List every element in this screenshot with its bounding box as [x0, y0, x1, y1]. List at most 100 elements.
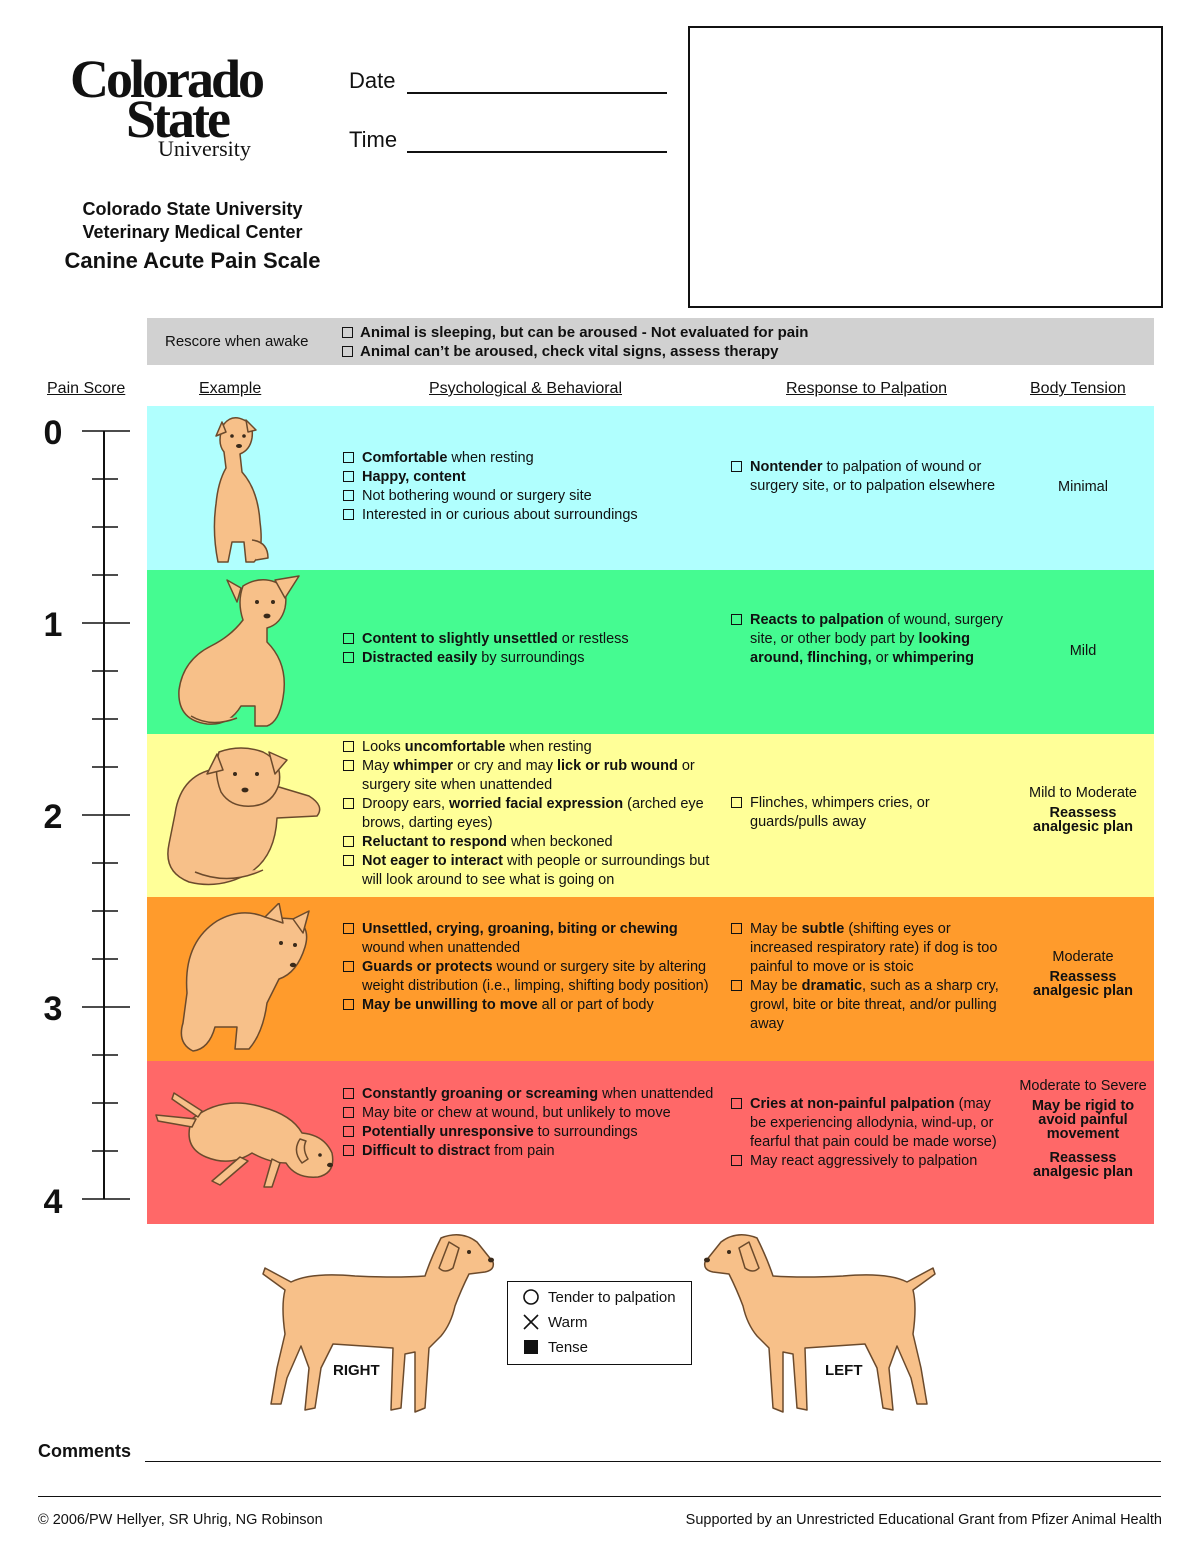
checklist-item[interactable]: Looks uncomfortable when resting	[343, 738, 723, 757]
item-text: or	[871, 650, 893, 666]
left-side-dog-diagram[interactable]	[698, 1228, 943, 1420]
checkbox-icon[interactable]	[343, 836, 354, 847]
checklist-item[interactable]: Difficult to distract from pain	[343, 1142, 723, 1161]
checkbox-icon[interactable]	[731, 1155, 742, 1166]
tension-cell-0: Minimal	[1017, 480, 1149, 500]
palpation-legend: Tender to palpation Warm Tense	[507, 1281, 692, 1365]
comments-label: Comments	[38, 1441, 132, 1461]
checkbox-icon[interactable]	[343, 452, 354, 463]
checkbox-icon[interactable]	[343, 999, 354, 1010]
left-side-label: LEFT	[825, 1362, 863, 1379]
comfortable-dog-icon	[213, 417, 269, 563]
logo-line-state: State	[126, 89, 231, 149]
time-label: Time	[349, 127, 398, 152]
emphasized-text: Potentially unresponsive	[362, 1124, 534, 1140]
checklist-item[interactable]: Potentially unresponsive to surroundings	[343, 1123, 723, 1142]
checklist-item[interactable]: May be unwilling to move all or part of …	[343, 996, 723, 1015]
support-text: Supported by an Unrestricted Educational…	[685, 1512, 1162, 1528]
checkbox-icon[interactable]	[342, 327, 353, 338]
checkbox-icon[interactable]	[731, 1098, 742, 1109]
checklist-item[interactable]: Comfortable when resting	[343, 449, 723, 468]
emphasized-text: Reacts to palpation	[750, 612, 884, 628]
checkbox-icon[interactable]	[343, 741, 354, 752]
item-text: May bite or chew at wound, but unlikely …	[362, 1105, 671, 1121]
filled-square-icon	[524, 1340, 538, 1354]
psych-cell-3: Unsettled, crying, groaning, biting or c…	[343, 920, 723, 1015]
checklist-item[interactable]: Guards or protects wound or surgery site…	[343, 958, 723, 996]
checkbox-icon[interactable]	[343, 1126, 354, 1137]
emphasized-text: whimper	[393, 758, 454, 774]
item-text: when resting	[505, 739, 592, 755]
checkbox-icon[interactable]	[342, 346, 353, 357]
checklist-item[interactable]: Droopy ears, worried facial expression (…	[343, 795, 723, 833]
checkbox-icon[interactable]	[731, 797, 742, 808]
checklist-item[interactable]: May be dramatic, such as a sharp cry, gr…	[731, 977, 1011, 1034]
checklist-item[interactable]: Unsettled, crying, groaning, biting or c…	[343, 920, 723, 958]
checkbox-icon[interactable]	[343, 471, 354, 482]
checkbox-icon[interactable]	[343, 509, 354, 520]
emphasized-text: Happy, content	[362, 469, 466, 485]
legend-label: Tender to palpation	[548, 1289, 676, 1306]
item-text: (shifting eyes or increased respiratory …	[750, 921, 998, 975]
checkbox-icon[interactable]	[343, 1145, 354, 1156]
time-field[interactable]: Time	[349, 127, 667, 153]
checkbox-icon[interactable]	[343, 961, 354, 972]
rescore-option-sleeping[interactable]: Animal is sleeping, but can be aroused -…	[342, 324, 808, 341]
patient-label-box[interactable]	[688, 26, 1163, 308]
checklist-item[interactable]: Not bothering wound or surgery site	[343, 487, 723, 506]
comments-line[interactable]	[145, 1461, 1161, 1462]
emphasized-text: lick or rub wound	[557, 758, 678, 774]
checklist-item[interactable]: Flinches, whimpers cries, or guards/pull…	[731, 794, 1011, 832]
checklist-item[interactable]: May react aggressively to palpation	[731, 1152, 1011, 1171]
emphasized-text: Comfortable	[362, 450, 448, 466]
checkbox-icon[interactable]	[731, 980, 742, 991]
lying-dog-icon	[155, 1092, 334, 1188]
item-text: Interested in or curious about surroundi…	[362, 507, 638, 523]
checkbox-icon[interactable]	[343, 633, 354, 644]
emphasized-text: Cries at non-painful palpation	[750, 1096, 955, 1112]
checklist-item[interactable]: Cries at non-painful palpation (may be e…	[731, 1095, 1011, 1152]
item-text: to surroundings	[533, 1124, 638, 1140]
checkbox-icon[interactable]	[343, 798, 354, 809]
checkbox-icon[interactable]	[343, 1107, 354, 1118]
rescore-bar: Rescore when awake Animal is sleeping, b…	[147, 318, 1154, 365]
item-text: (may be experiencing allodynia, wind-up,…	[750, 1096, 997, 1150]
right-side-dog-diagram[interactable]	[255, 1228, 500, 1420]
rescore-option-unarousable[interactable]: Animal can’t be aroused, check vital sig…	[342, 343, 779, 360]
time-line[interactable]	[407, 151, 667, 153]
checkbox-icon[interactable]	[343, 923, 354, 934]
checklist-item[interactable]: May be subtle (shifting eyes or increase…	[731, 920, 1011, 977]
sitting-dog-icon	[178, 575, 300, 727]
emphasized-text: Constantly groaning or screaming	[362, 1086, 599, 1102]
checkbox-icon[interactable]	[731, 614, 742, 625]
hunched-dog-icon	[180, 903, 310, 1052]
checklist-item[interactable]: Constantly groaning or screaming when un…	[343, 1085, 723, 1104]
emphasized-text: Not eager to interact	[362, 853, 503, 869]
checklist-item[interactable]: Happy, content	[343, 468, 723, 487]
checklist-item[interactable]: Content to slightly unsettled or restles…	[343, 630, 723, 649]
checkbox-icon[interactable]	[343, 1088, 354, 1099]
center-name: Veterinary Medical Center	[82, 222, 303, 242]
date-field[interactable]: Date	[349, 68, 667, 94]
checklist-item[interactable]: Reluctant to respond when beckoned	[343, 833, 723, 852]
checkbox-icon[interactable]	[343, 490, 354, 501]
checklist-item[interactable]: May bite or chew at wound, but unlikely …	[343, 1104, 723, 1123]
checkbox-icon[interactable]	[343, 760, 354, 771]
date-line[interactable]	[407, 92, 667, 94]
palpation-cell-0: Nontender to palpation of wound or surge…	[731, 458, 1011, 496]
checklist-item[interactable]: Distracted easily by surroundings	[343, 649, 723, 668]
footer-divider	[38, 1496, 1161, 1497]
checkbox-icon[interactable]	[343, 855, 354, 866]
pain-score-1: 1	[43, 606, 63, 644]
checklist-item[interactable]: Not eager to interact with people or sur…	[343, 852, 723, 890]
checklist-item[interactable]: Nontender to palpation of wound or surge…	[731, 458, 1011, 496]
checkbox-icon[interactable]	[343, 652, 354, 663]
checklist-item[interactable]: Interested in or curious about surroundi…	[343, 506, 723, 525]
checklist-item[interactable]: May whimper or cry and may lick or rub w…	[343, 757, 723, 795]
checkbox-icon[interactable]	[731, 923, 742, 934]
emphasized-text: uncomfortable	[404, 739, 506, 755]
checklist-item[interactable]: Reacts to palpation of wound, surgery si…	[731, 611, 1011, 668]
tension-text: Mild	[1069, 643, 1097, 659]
checkbox-icon[interactable]	[731, 461, 742, 472]
